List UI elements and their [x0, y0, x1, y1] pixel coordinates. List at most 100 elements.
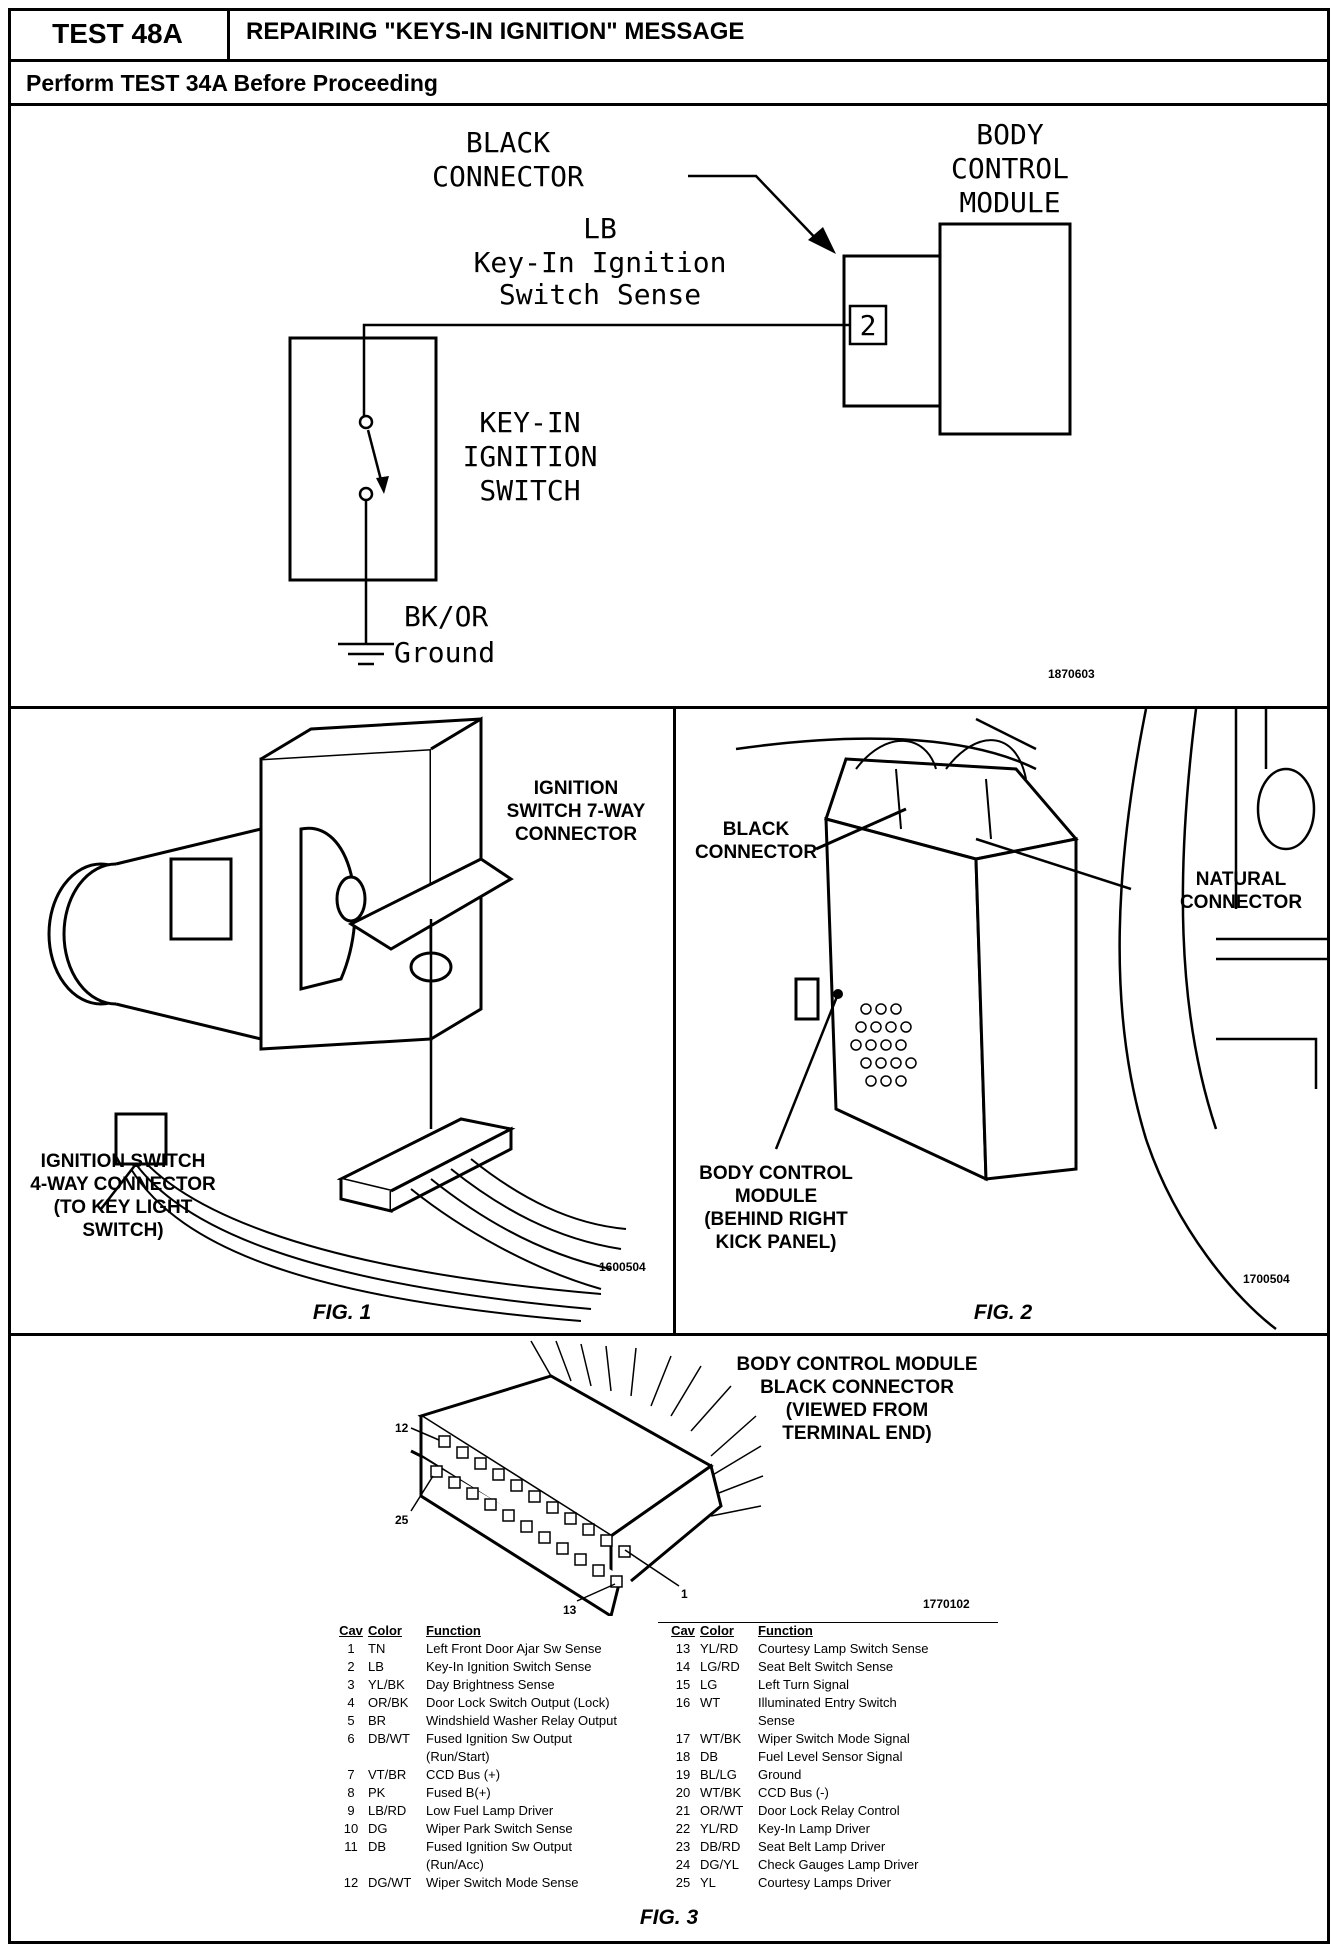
circuit-function: Courtesy Lamp Switch Sense: [758, 1641, 929, 1656]
circuit-function: Key-In Lamp Driver: [758, 1821, 870, 1836]
table-header-left: Cav Color Function: [338, 1622, 656, 1640]
header-color: Color: [368, 1623, 402, 1638]
cavity-number: 13: [675, 1641, 691, 1656]
fig3-title-3: (VIEWED FROM: [786, 1400, 929, 1421]
test-id: TEST 48A: [8, 8, 230, 59]
cavity-number: 14: [675, 1659, 691, 1674]
fig3-caption: FIG. 3: [639, 1906, 699, 1929]
cavity-number: 23: [675, 1839, 691, 1854]
circuit-function: CCD Bus (+): [426, 1767, 501, 1782]
wire-color: YL/RD: [700, 1641, 739, 1656]
cavity-number: 4: [347, 1695, 355, 1710]
fig3-terminals: [430, 1435, 631, 1588]
wire-color: WT/BK: [700, 1785, 742, 1800]
cavity-number: 18: [675, 1749, 691, 1764]
cavity-number: 3: [347, 1677, 355, 1692]
wire-color: DG: [368, 1821, 388, 1836]
wire-color: OR/BK: [368, 1695, 409, 1710]
circuit-function: Windshield Washer Relay Output: [426, 1713, 617, 1728]
fig1-illustration: IGNITION SWITCH 7-WAY CONNECTOR IGNITION…: [30, 716, 646, 1324]
vent-holes: [850, 1003, 917, 1087]
fig1-image-id: 1600504: [599, 1260, 646, 1274]
switch-label-3: SWITCH: [479, 474, 580, 507]
lb-wire: [362, 323, 850, 416]
table-header-right: Cav Color Function: [670, 1622, 988, 1640]
wire-color: LG: [700, 1677, 718, 1692]
pin-13-label: 13: [563, 1603, 577, 1616]
seven-way-connector-drawing: [336, 1117, 516, 1213]
bcm-leader: [774, 993, 840, 1150]
circuit-function: Fused Ignition Sw Output: [426, 1731, 572, 1746]
header-color: Color: [700, 1623, 734, 1638]
wire-color: DB/RD: [700, 1839, 741, 1854]
fig2-caption: FIG. 2: [974, 1301, 1033, 1324]
module-label-3: MODULE: [959, 186, 1060, 219]
wire-color: YL: [700, 1875, 716, 1890]
connector-arrow: [688, 174, 824, 247]
circuit-function: Left Turn Signal: [758, 1677, 850, 1692]
cavity-number: 19: [675, 1767, 691, 1782]
pin-25-label: 25: [395, 1513, 409, 1527]
fig3-wires: [530, 1340, 764, 1517]
wire-color: BL/LG: [700, 1767, 737, 1782]
fig2-black-2: CONNECTOR: [695, 842, 817, 863]
fig1-label-b-4: SWITCH): [82, 1220, 163, 1241]
module-label-2: CONTROL: [951, 152, 1069, 185]
circuit-function: Left Front Door Ajar Sw Sense: [426, 1641, 602, 1656]
ignition-switch-drawing: [47, 716, 514, 1051]
fig1-caption: FIG. 1: [313, 1301, 371, 1324]
circuit-function: Courtesy Lamps Driver: [758, 1875, 891, 1890]
cavity-number: 21: [675, 1803, 691, 1818]
header-function: Function: [426, 1623, 481, 1638]
cavity-number: 5: [347, 1713, 355, 1728]
wire-color: WT/BK: [700, 1731, 742, 1746]
pin-number: 2: [860, 309, 877, 342]
fig2-image-id: 1700504: [1243, 1272, 1290, 1286]
fig2-bcm-4: KICK PANEL): [715, 1232, 836, 1253]
bcm-connectors-drawing: [855, 739, 1027, 840]
fig2-black-1: BLACK: [723, 819, 790, 840]
switch-contact-top: [358, 414, 374, 430]
cavity-number: 24: [675, 1857, 691, 1872]
cavity-number: 6: [347, 1731, 355, 1746]
wire-color: TN: [368, 1641, 386, 1656]
header-row: TEST 48A REPAIRING "KEYS-IN IGNITION" ME…: [8, 8, 1330, 62]
circuit-function: Door Lock Relay Control: [758, 1803, 900, 1818]
cavity-number: 8: [347, 1785, 355, 1800]
switch-contact-bottom: [358, 486, 374, 502]
header-cav: Cav: [339, 1623, 363, 1638]
fig2-natural-2: CONNECTOR: [1180, 892, 1302, 913]
circuit-function: CCD Bus (-): [758, 1785, 829, 1800]
divider-fig1-fig2: [673, 706, 676, 1336]
circuit-function: Check Gauges Lamp Driver: [758, 1857, 919, 1872]
fig2-bcm-3: (BEHIND RIGHT: [704, 1209, 848, 1230]
function-continuation: Sense: [758, 1713, 795, 1728]
black-connector-leader: [815, 807, 907, 851]
key-in-switch-box: [288, 336, 438, 582]
wire-color: DB: [368, 1839, 387, 1854]
fig3-title-4: TERMINAL END): [782, 1423, 932, 1444]
pin-13-leader: [576, 1583, 616, 1602]
fig1-label-b-1: IGNITION SWITCH: [41, 1151, 206, 1172]
wire-color: LG/RD: [700, 1659, 740, 1674]
fig3-title-2: BLACK CONNECTOR: [760, 1377, 954, 1398]
test-title: REPAIRING "KEYS-IN IGNITION" MESSAGE: [246, 18, 745, 45]
circuit-function: Fused B(+): [426, 1785, 491, 1800]
wire-color: YL/BK: [368, 1677, 405, 1692]
divider-figures: [8, 1333, 1330, 1336]
function-continuation: (Run/Start): [426, 1749, 490, 1764]
fig3-connector-body: [410, 1374, 723, 1616]
fig2-illustration: BLACK CONNECTOR NATURAL CONNECTOR BODY C…: [695, 709, 1330, 1330]
cavity-number: 16: [675, 1695, 691, 1710]
cavity-number: 11: [344, 1839, 358, 1854]
fig3-image-id: 1770102: [923, 1597, 970, 1611]
circuit-function: Ground: [758, 1767, 802, 1782]
